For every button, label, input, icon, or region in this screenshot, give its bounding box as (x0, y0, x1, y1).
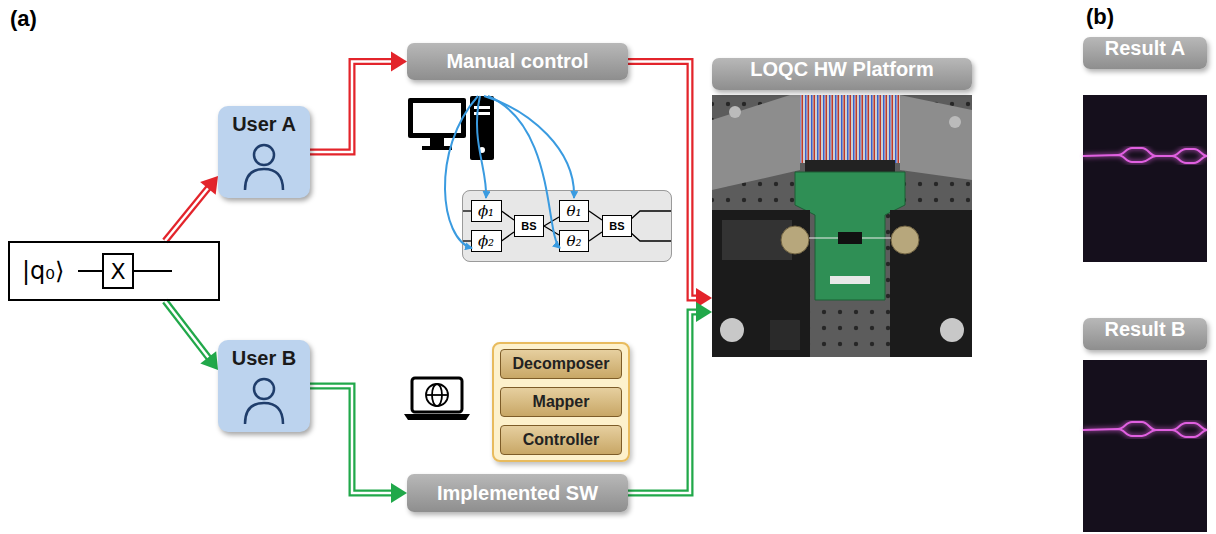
platform-label: LOQC HW Platform (712, 58, 972, 90)
software-module: Controller (500, 425, 622, 455)
phase-label: ϕ₁ (478, 202, 494, 220)
platform-photo (712, 95, 972, 357)
flow-arrow (165, 176, 218, 241)
step-label: Manual control (446, 50, 588, 73)
software-module: Mapper (500, 387, 622, 417)
beam-splitter: BS (602, 215, 632, 237)
flow-arrow (310, 52, 407, 153)
qubit-label: |q₀⟩ (22, 257, 64, 285)
panel-label: (b) (1086, 4, 1114, 30)
waveguide-line (589, 232, 602, 241)
circuit-box: |q₀⟩ X (8, 241, 220, 301)
result-panel: Result B (1083, 318, 1207, 532)
phase-shifter: ϕ₁ (471, 200, 502, 222)
waveguide-line (589, 211, 602, 220)
beam-splitter: BS (514, 215, 544, 237)
hardware-platform: LOQC HW Platform (712, 58, 972, 357)
flow-arrow (310, 386, 407, 503)
user-label: User A (232, 113, 296, 136)
waveguide-line (544, 217, 559, 226)
result-panel: Result A (1083, 37, 1207, 262)
phase-shifter: ϕ₂ (471, 230, 502, 252)
phase-label: θ₁ (566, 202, 581, 220)
step-label: Implemented SW (437, 482, 598, 505)
waveguide-line (502, 211, 515, 220)
phase-shifter: θ₁ (559, 200, 589, 222)
module-label: Decomposer (513, 355, 610, 373)
panel-label: (a) (10, 6, 37, 32)
phase-label: ϕ₂ (478, 232, 494, 250)
step-box: Implemented SW (407, 474, 628, 512)
gate-box: X (102, 253, 134, 289)
chip-fill (462, 190, 672, 262)
phase-label: θ₂ (566, 232, 581, 250)
result-label: Result A (1083, 37, 1207, 69)
result-label: Result B (1083, 318, 1207, 350)
user-box: User B (218, 340, 310, 432)
flow-arrow (628, 302, 712, 493)
flow-arrow (628, 62, 712, 309)
user-box: User A (218, 106, 310, 198)
phase-shifter: θ₂ (559, 230, 589, 252)
splitter-label: BS (521, 220, 536, 232)
gate-label: X (110, 259, 125, 284)
waveguide-line (502, 232, 515, 241)
module-label: Controller (523, 431, 599, 449)
result-image (1083, 360, 1207, 532)
laptop-icon (404, 378, 470, 420)
flow-arrow (165, 301, 218, 370)
computer-icon (408, 96, 494, 160)
chip-box: ϕ₁ ϕ₂ BS θ₁ θ₂ BS (462, 190, 672, 262)
user-label: User B (232, 347, 296, 370)
splitter-label: BS (609, 220, 624, 232)
step-box: Manual control (407, 43, 628, 80)
result-image (1083, 95, 1207, 262)
software-module: Decomposer (500, 349, 622, 379)
waveguide-line (544, 226, 559, 235)
control-arrows (445, 96, 574, 248)
software-stack: DecomposerMapperController (492, 342, 630, 462)
module-label: Mapper (533, 393, 590, 411)
software-fill (492, 342, 630, 462)
